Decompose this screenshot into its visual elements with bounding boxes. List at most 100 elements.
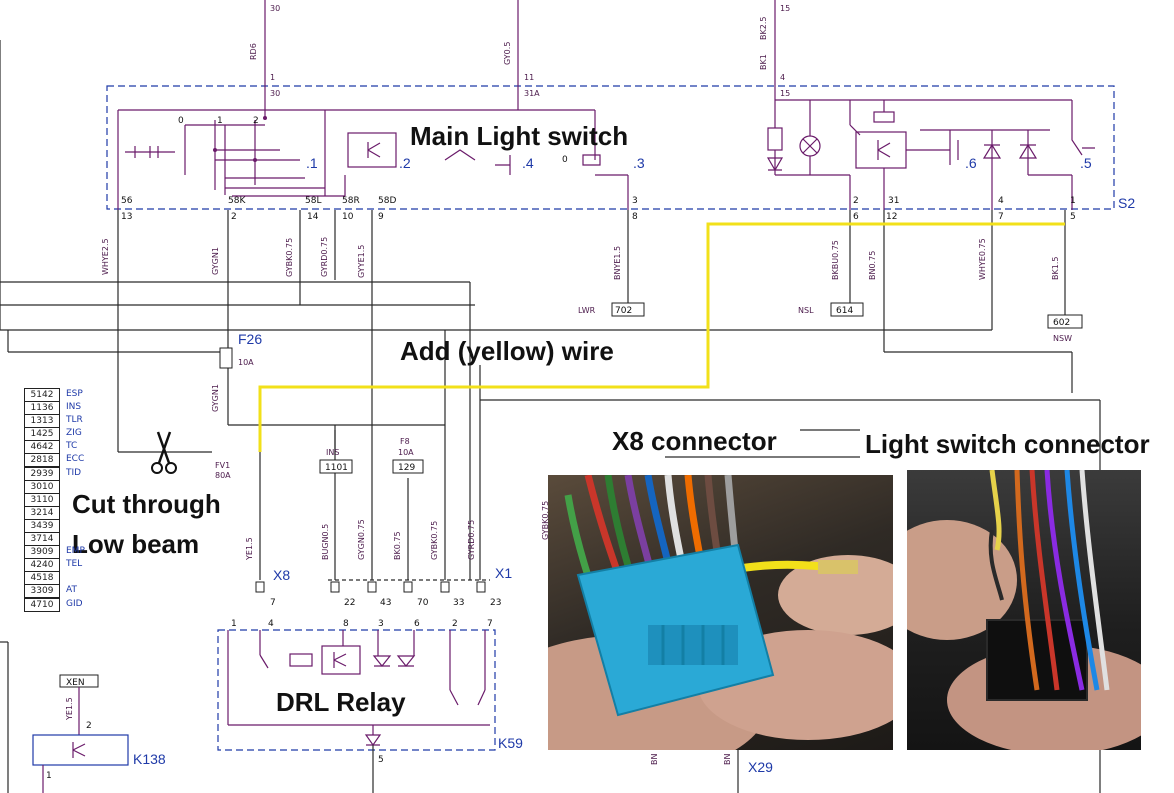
pin-30-top: 30	[270, 4, 280, 13]
legend-code: 3909	[24, 545, 60, 560]
pin-15-inner: 15	[780, 89, 790, 98]
legend-option: ESP	[66, 389, 83, 399]
wire-label-gygn1: GYGN1	[211, 247, 220, 275]
k59-enclosure	[217, 629, 496, 751]
transistor-icon-k138	[72, 742, 86, 758]
svg-text:2: 2	[231, 212, 237, 222]
svg-text:12: 12	[886, 212, 897, 222]
svg-text:8: 8	[343, 619, 349, 629]
k138-pin-2: 2	[86, 721, 92, 731]
pin-30-inner: 30	[270, 89, 280, 98]
f8-num: 129	[398, 463, 415, 473]
legend-option: INS	[66, 402, 82, 413]
wire-label-bk075: BK0.75	[393, 531, 402, 560]
pin-11: 11	[524, 73, 534, 82]
lwr-num: 702	[615, 306, 632, 316]
legend-option: TLR	[66, 415, 83, 426]
wire-label-ye15-b: YE1.5	[65, 697, 74, 721]
wire-label-bn-b: BN	[723, 754, 732, 765]
main-light-switch-label: Main Light switch	[410, 121, 628, 151]
legend-row: 4518	[24, 571, 90, 586]
switch-module-2	[347, 132, 397, 168]
nsw-num: 602	[1053, 318, 1070, 328]
k59-label: K59	[498, 735, 523, 751]
legend-code: 4240	[24, 558, 60, 573]
f8-rating: 10A	[398, 448, 414, 457]
f26-rating: 10A	[238, 358, 254, 367]
legend-option: GID	[66, 598, 83, 609]
dial-0b: 0	[562, 155, 568, 165]
svg-text:3: 3	[378, 619, 384, 629]
fv1-rating: 80A	[215, 471, 231, 480]
svg-text:56: 56	[121, 196, 133, 206]
legend-row: 3439	[24, 518, 90, 533]
nsl-box	[830, 302, 864, 317]
legend-code: 3214	[24, 505, 60, 520]
drl-relay-label: DRL Relay	[276, 687, 406, 717]
legend-option: AT	[66, 585, 77, 596]
pin-31a: 31A	[524, 89, 540, 98]
wire-label-bkbu075: BKBU0.75	[831, 240, 840, 280]
add-wire-label: Add (yellow) wire	[400, 336, 614, 366]
wire-label-gyrd075-b: GYRD0.75	[467, 520, 476, 560]
svg-text:1: 1	[1070, 196, 1076, 206]
svg-text:9: 9	[378, 212, 384, 222]
x8-pin	[255, 581, 265, 593]
wire-label-bn-a: BN	[650, 754, 659, 765]
cut-label-line1: Cut through	[72, 489, 221, 519]
f26-label: F26	[238, 331, 262, 347]
svg-text:58K: 58K	[228, 196, 246, 206]
legend-code: 3010	[24, 479, 60, 494]
wire-label-gygn075: GYGN0.75	[357, 519, 366, 560]
svg-text:6: 6	[853, 212, 859, 222]
lwr-label: LWR	[578, 306, 596, 315]
light-switch-connector-photo	[907, 470, 1141, 750]
wire-label-bn075: BN0.75	[868, 251, 877, 280]
legend-option: ECC	[66, 454, 85, 465]
lwr-box	[611, 302, 645, 317]
legend-row: 1313 TLR	[24, 414, 90, 429]
f8-label: F8	[400, 437, 410, 446]
wire-label-gyrd075-top: GYRD0.75	[320, 237, 329, 277]
legend-row: 3714	[24, 532, 90, 547]
transistor-icon	[367, 142, 381, 158]
position-2: .2	[399, 155, 411, 171]
s2-label: S2	[1118, 195, 1135, 211]
legend-row: 5142 ESP	[24, 388, 90, 402]
k138-pin-1: 1	[46, 771, 52, 781]
legend-option: TID	[66, 467, 82, 478]
ins-num: 1101	[325, 463, 348, 473]
legend-code: 5142	[24, 388, 60, 402]
x1-pins: 22 43 70 33 23	[330, 581, 501, 608]
light-switch-connector-label: Light switch connector	[865, 429, 1150, 459]
wire-label-bk25: BK2.5	[759, 17, 768, 40]
wire-label-rd6: RD6	[249, 43, 258, 60]
dial-2: 2	[253, 116, 259, 126]
svg-text:3: 3	[632, 196, 638, 206]
legend-code: 1313	[24, 414, 60, 429]
x8-label: X8	[273, 567, 290, 583]
legend-code: 3714	[24, 532, 60, 547]
position-6: .6	[965, 155, 977, 171]
dial-1: 1	[217, 116, 223, 126]
svg-text:7: 7	[487, 619, 493, 629]
svg-text:2: 2	[853, 196, 859, 206]
svg-text:1: 1	[231, 619, 237, 629]
fv1-label: FV1	[215, 461, 230, 470]
legend-option: EMP	[66, 546, 85, 557]
x8-connector-body	[576, 543, 775, 717]
fuse-f26	[219, 347, 233, 369]
k138-label: K138	[133, 751, 166, 767]
scissors-icon	[151, 431, 177, 474]
legend-option: TC	[66, 441, 78, 452]
wire-label-bugn05: BUGN0.5	[321, 524, 330, 560]
wire-label-whye25: WHYE2.5	[101, 238, 110, 275]
nsl-num: 614	[836, 306, 853, 316]
